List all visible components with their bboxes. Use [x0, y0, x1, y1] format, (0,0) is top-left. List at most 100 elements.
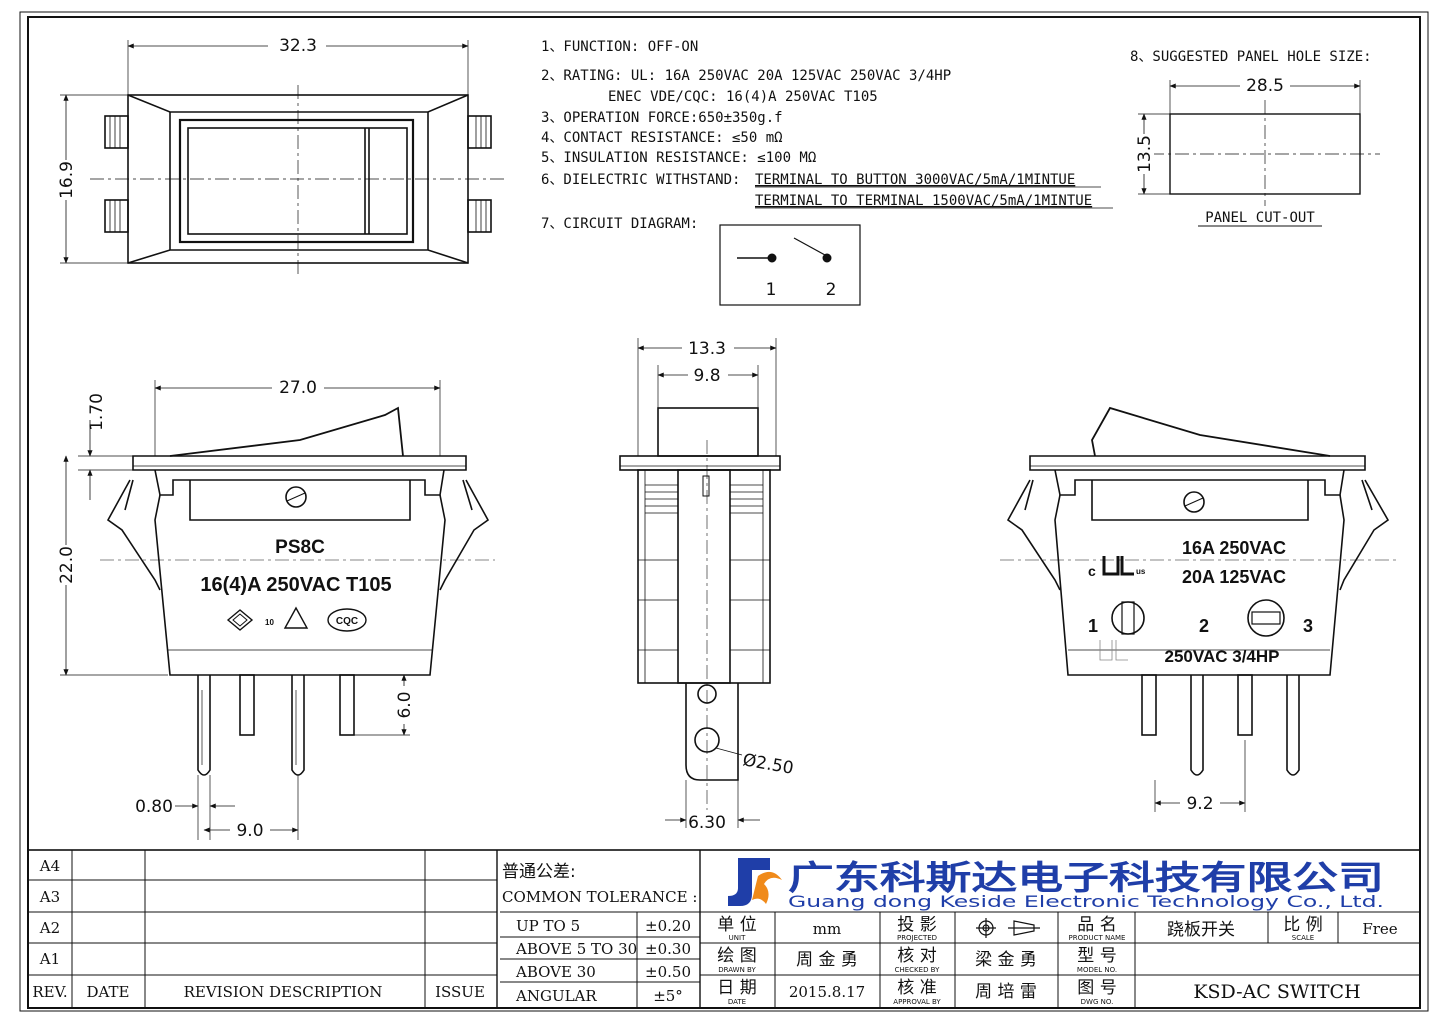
drawn-en: DRAWN BY — [718, 966, 756, 974]
tolerance-range-3: ABOVE 30 — [515, 963, 596, 981]
panel-width-dim: 28.5 — [1246, 76, 1284, 96]
circuit-pin-1: 1 — [766, 280, 777, 300]
vde-mark-icon — [283, 606, 309, 629]
projected-en: PROJECTED — [897, 934, 937, 942]
checked-cn: 核 对 — [897, 946, 936, 966]
pin-length-dim: 6.0 — [395, 691, 415, 718]
unit-value: mm — [813, 920, 841, 938]
hole-diameter-dim: Ø2.50 — [741, 750, 795, 779]
tolerance-range-4: ANGULAR — [515, 987, 597, 1005]
side-view-ribs — [638, 484, 770, 651]
tolerance-value-3: ±0.50 — [645, 963, 691, 981]
model-en: MODEL NO. — [1077, 966, 1117, 974]
panel-cutout — [1138, 80, 1380, 227]
product-en: PRODUCT NAME — [1069, 934, 1126, 942]
panel-cutout-label: PANEL CUT-OUT — [1205, 210, 1315, 226]
rev-row-a3: A3 — [39, 888, 60, 906]
revision-description-header: REVISION DESCRIPTION — [184, 983, 383, 1001]
circuit-pin-2: 2 — [826, 280, 837, 300]
tab-width-dim: 6.30 — [688, 813, 726, 833]
top-width-dim: 32.3 — [279, 36, 317, 56]
tolerance-range-1: UP TO 5 — [516, 917, 580, 935]
unit-cn: 单 位 — [717, 915, 756, 935]
drawn-cn: 绘 图 — [717, 946, 756, 966]
model-cn: 型 号 — [1077, 946, 1116, 966]
approval-en: APPROVAL BY — [893, 998, 941, 1006]
tolerance-value-4: ±5° — [653, 987, 683, 1005]
spec-insulation-resistance: 5、INSULATION RESISTANCE: ≤100 MΩ — [541, 150, 816, 166]
company-name-en: Guang dong Keside Electronic Technology … — [788, 892, 1384, 911]
issue-header: ISSUE — [435, 983, 485, 1001]
dwg-cn: 图 号 — [1077, 978, 1116, 998]
back-pin-spacing-dim: 9.2 — [1186, 794, 1213, 814]
scale-value: Free — [1362, 920, 1397, 938]
date-header: DATE — [87, 983, 130, 1001]
approval-value: 周 培 雷 — [975, 982, 1037, 1002]
drawing-number: KSD-AC SWITCH — [1193, 981, 1360, 1003]
date-value: 2015.8.17 — [789, 983, 865, 1001]
front-model-marking: PS8C — [275, 537, 325, 558]
tolerance-cn-label: 普通公差: — [502, 862, 576, 882]
scale-en: SCALE — [1292, 934, 1314, 942]
back-rating-2: 20A 125VAC — [1182, 567, 1286, 587]
spec-list: 1、FUNCTION: OFF-ON 2、RATING: UL: 16A 250… — [541, 39, 1092, 232]
tolerance-value-1: ±0.20 — [645, 917, 691, 935]
cqc-text: CQC — [336, 616, 358, 627]
date-en: DATE — [728, 998, 746, 1006]
drawn-value: 周 金 勇 — [796, 950, 858, 970]
svg-text:us: us — [1136, 567, 1146, 576]
front-rating-marking: 16(4)A 250VAC T105 — [200, 574, 391, 596]
spec-rating-1: 2、RATING: UL: 16A 250VAC 20A 125VAC 250V… — [541, 68, 951, 84]
front-view — [60, 380, 495, 840]
spec-operation-force: 3、OPERATION FORCE:650±350g.f — [541, 110, 783, 126]
pin-spacing-dim: 9.0 — [236, 821, 263, 841]
product-value: 跷板开关 — [1167, 920, 1235, 940]
approval-cn: 核 准 — [897, 978, 936, 998]
back-view — [1000, 406, 1398, 812]
spec-dielectric-1: TERMINAL TO BUTTON 3000VAC/5mA/1MINTUE — [755, 172, 1075, 188]
back-pin-3: 3 — [1303, 616, 1313, 636]
company-logo-icon — [728, 858, 782, 906]
ul-mark-icon: c us — [1088, 556, 1146, 579]
top-view — [60, 40, 505, 275]
spec-dielectric-label: 6、DIELECTRIC WITHSTAND: — [541, 172, 740, 188]
panel-hole-label: 8、SUGGESTED PANEL HOLE SIZE: — [1130, 49, 1372, 65]
unit-en: UNIT — [729, 934, 746, 942]
title-block — [27, 849, 1421, 1009]
checked-value: 梁 金 勇 — [975, 950, 1037, 970]
spec-function: 1、FUNCTION: OFF-ON — [541, 39, 698, 55]
front-view-pins — [197, 674, 355, 776]
product-cn: 品 名 — [1077, 915, 1116, 935]
side-inner-dim: 9.8 — [693, 366, 720, 386]
cqc-mark-icon — [327, 608, 367, 632]
side-width-dim: 13.3 — [688, 339, 726, 359]
enec-mark-icon — [226, 609, 254, 631]
rev-row-a4: A4 — [39, 857, 60, 875]
checked-en: CHECKED BY — [895, 966, 941, 974]
rev-header: REV. — [32, 983, 67, 1001]
rev-row-a2: A2 — [39, 919, 60, 937]
front-height-dim: 22.0 — [57, 546, 77, 584]
svg-text:c: c — [1088, 563, 1096, 579]
back-pin-1: 1 — [1088, 616, 1098, 636]
spec-contact-resistance: 4、CONTACT RESISTANCE: ≤50 mΩ — [541, 130, 783, 146]
spec-rating-2: ENEC VDE/CQC: 16(4)A 250VAC T105 — [608, 89, 878, 105]
back-rating-1: 16A 250VAC — [1182, 538, 1286, 558]
tolerance-en-label: COMMON TOLERANCE : — [502, 888, 697, 906]
back-hp-rating: 250VAC 3/4HP — [1165, 647, 1280, 666]
dwg-en: DWG NO. — [1081, 998, 1114, 1006]
front-width-dim: 27.0 — [279, 378, 317, 398]
panel-height-dim: 13.5 — [1135, 135, 1155, 173]
front-top-dim: 1.70 — [87, 393, 107, 431]
circuit-diagram — [719, 224, 861, 306]
pin3-contact-icon — [1247, 599, 1285, 637]
top-view-terminals — [104, 115, 492, 233]
back-pin-2: 2 — [1199, 616, 1209, 636]
date-cn: 日 期 — [717, 978, 756, 998]
tolerance-range-2: ABOVE 5 TO 30 — [515, 940, 637, 958]
pin1-contact-icon — [1111, 601, 1145, 635]
spec-dielectric-2: TERMINAL TO TERMINAL 1500VAC/5mA/1MINTUE — [755, 193, 1092, 209]
back-view-pins — [1141, 674, 1300, 776]
scale-cn: 比 例 — [1283, 915, 1322, 935]
spec-circuit-label: 7、CIRCUIT DIAGRAM: — [541, 216, 698, 232]
